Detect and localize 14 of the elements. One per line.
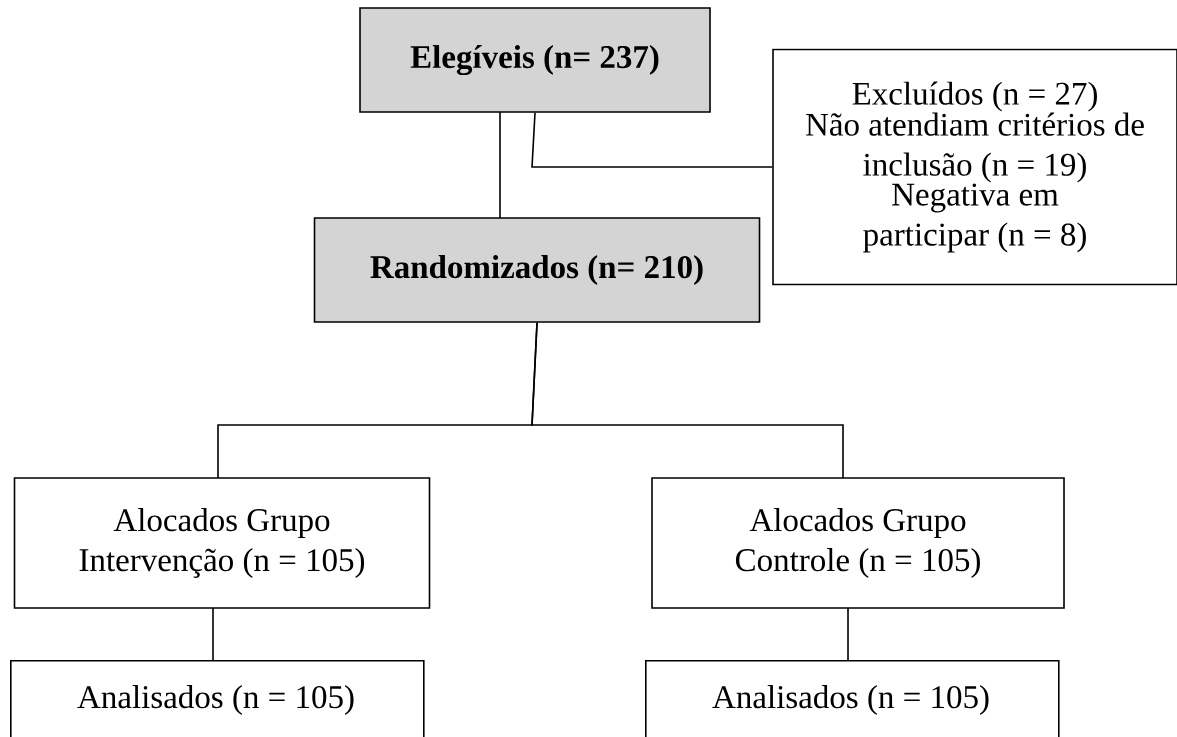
connector-line: [531, 322, 844, 479]
connector-line: [212, 607, 214, 661]
process-box: [10, 660, 425, 737]
process-box: [645, 660, 1060, 737]
node-label: Analisados (n = 105): [712, 685, 989, 715]
connector-line: [847, 607, 849, 661]
node-label: Analisados (n = 105): [77, 685, 354, 715]
connector-line: [499, 111, 501, 219]
process-box: Alocados Grupo Controle (n = 105): [651, 477, 1065, 609]
process-box: Excluídos (n = 27) Não atendiam critérios de inclusão (n = 19) Negativa em participar (n = 8): [772, 48, 1177, 286]
process-box: Elegíveis (n= 237): [359, 7, 711, 113]
process-box: Alocados Grupo Intervenção (n = 105): [13, 477, 431, 609]
process-box: Randomizados (n= 210): [313, 217, 761, 323]
connector-line: [531, 112, 773, 168]
